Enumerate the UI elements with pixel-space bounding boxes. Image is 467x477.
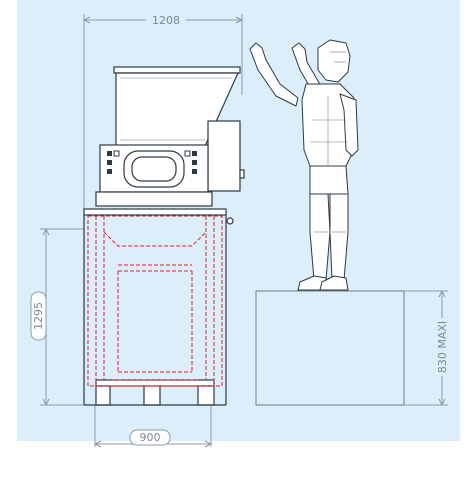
platform xyxy=(255,290,405,406)
drive-housing xyxy=(207,120,245,192)
height-label: 1295 xyxy=(32,302,45,330)
height-label-capsule: 1295 xyxy=(30,291,47,341)
platform-label: 830 MAXI xyxy=(436,321,449,373)
hopper-shading xyxy=(120,77,232,141)
left-arm xyxy=(249,42,299,107)
platform-label-bg xyxy=(434,318,450,376)
right-leg xyxy=(329,193,349,281)
height-dimension xyxy=(40,227,84,407)
collection-bin xyxy=(87,215,223,387)
width-label: 1208 xyxy=(152,14,180,27)
right-foot xyxy=(319,275,349,291)
pelvis xyxy=(309,165,349,195)
chamber-bolts xyxy=(107,150,197,174)
side-arm xyxy=(339,93,359,157)
width-label-bg xyxy=(146,13,186,27)
base-label-capsule: 900 xyxy=(129,429,171,446)
left-leg xyxy=(309,193,331,281)
human-figure xyxy=(249,39,359,291)
head xyxy=(317,39,351,83)
figure-detail-lines xyxy=(310,51,348,233)
base-frame xyxy=(83,208,234,406)
base-label: 900 xyxy=(140,431,161,444)
